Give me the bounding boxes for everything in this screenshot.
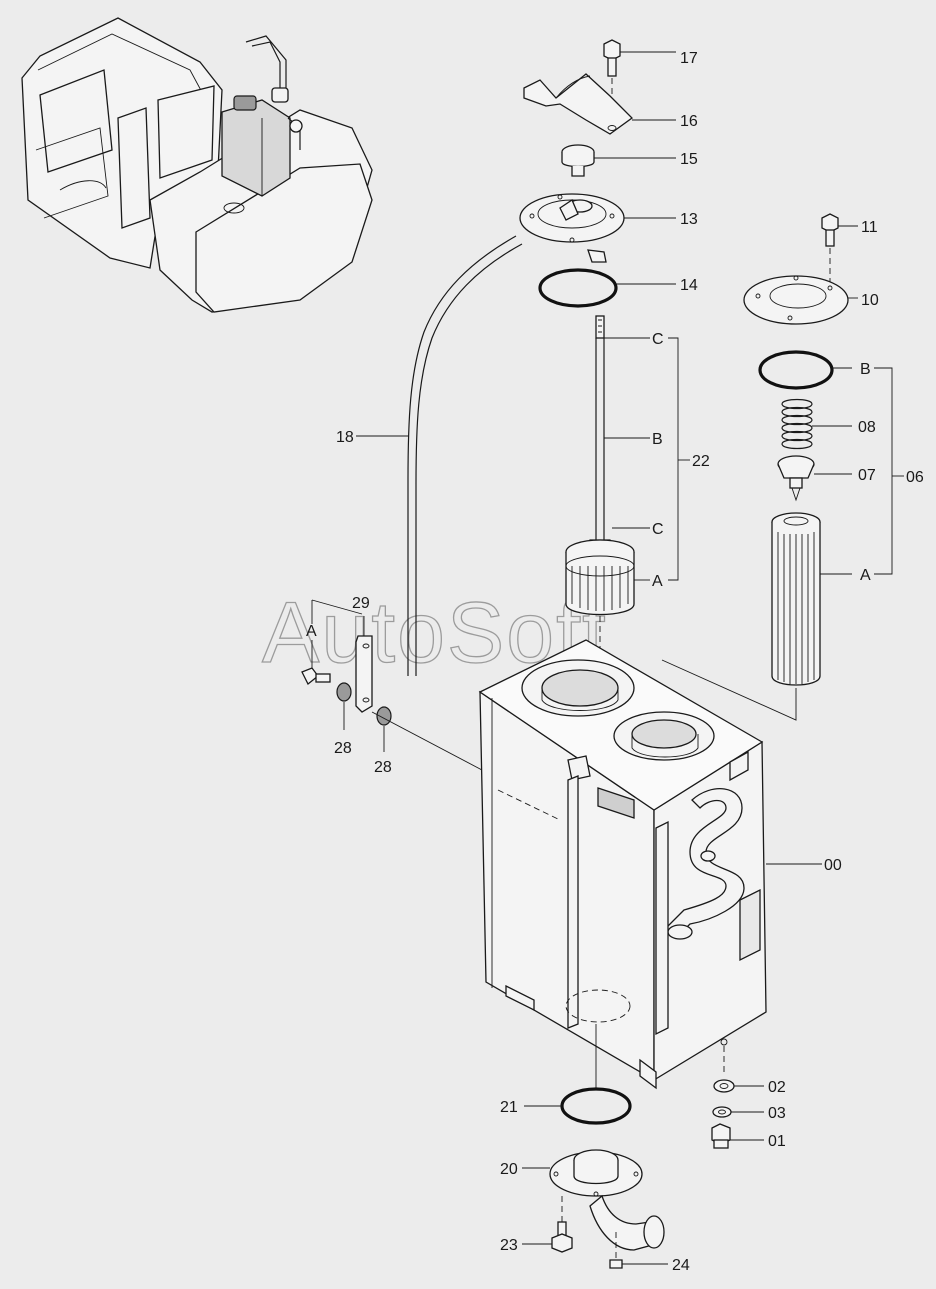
callout-08: 08 xyxy=(858,419,876,436)
callout-02: 02 xyxy=(768,1079,786,1096)
callout-13: 13 xyxy=(680,211,698,228)
part-16-clamp xyxy=(523,73,676,135)
part-10-flange-plate xyxy=(743,275,858,325)
part-07-valve xyxy=(777,455,852,502)
callout-29: 29 xyxy=(352,595,370,612)
callout-14: 14 xyxy=(680,277,698,294)
callout-28-right: 28 xyxy=(374,759,392,776)
part-bolt-a xyxy=(301,640,331,686)
part-02-seal xyxy=(713,1046,764,1093)
part-15-cap xyxy=(561,144,676,177)
callout-17: 17 xyxy=(680,50,698,67)
part-00-hydraulic-tank xyxy=(478,639,822,1090)
part-21-o-ring xyxy=(524,1087,632,1125)
part-28-bushing-b xyxy=(371,706,483,771)
callout-24: 24 xyxy=(672,1257,690,1274)
letter-a-filter: A xyxy=(652,573,663,590)
callout-28-left: 28 xyxy=(334,740,352,757)
callout-21: 21 xyxy=(500,1099,518,1116)
callout-10: 10 xyxy=(861,292,879,309)
part-29-bracket xyxy=(311,599,373,713)
callout-18: 18 xyxy=(336,429,354,446)
callout-labels: 17 16 15 13 14 11 10 08 07 06 22 18 29 2… xyxy=(334,50,924,1274)
part-24-plug xyxy=(609,1232,668,1269)
excavator-inset-illustration xyxy=(21,17,373,313)
letter-c-top: C xyxy=(652,331,664,348)
letter-b-rod: B xyxy=(652,431,663,448)
callout-23: 23 xyxy=(500,1237,518,1254)
callout-20: 20 xyxy=(500,1161,518,1178)
letter-a-left: A xyxy=(306,623,317,640)
part-06-filter-element xyxy=(661,367,904,721)
part-06-ring xyxy=(758,350,852,390)
part-13-cover-plate xyxy=(519,193,676,263)
part-11-bolt xyxy=(821,213,858,282)
callout-11: 11 xyxy=(861,219,878,236)
callout-15: 15 xyxy=(680,151,698,168)
callout-00: 00 xyxy=(824,857,842,874)
part-08-spring xyxy=(781,398,852,450)
callout-01: 01 xyxy=(768,1133,786,1150)
callout-22: 22 xyxy=(692,453,710,470)
callout-16: 16 xyxy=(680,113,698,130)
letter-a-right: A xyxy=(860,567,871,584)
part-28-bushing xyxy=(336,682,352,730)
part-20-suction-flange xyxy=(522,1149,665,1251)
part-03-washer xyxy=(712,1106,764,1118)
callout-06: 06 xyxy=(906,469,924,486)
part-22-filter-assembly xyxy=(565,315,690,690)
reference-letters: C B C A B A A xyxy=(306,331,871,640)
callout-07: 07 xyxy=(858,467,876,484)
part-14-o-ring xyxy=(538,268,676,308)
letter-c-low: C xyxy=(652,521,664,538)
part-01-plug xyxy=(711,1123,764,1149)
letter-b-right: B xyxy=(860,361,871,378)
part-18-hose xyxy=(356,235,523,676)
callout-03: 03 xyxy=(768,1105,786,1122)
part-23-bolt xyxy=(522,1196,573,1253)
